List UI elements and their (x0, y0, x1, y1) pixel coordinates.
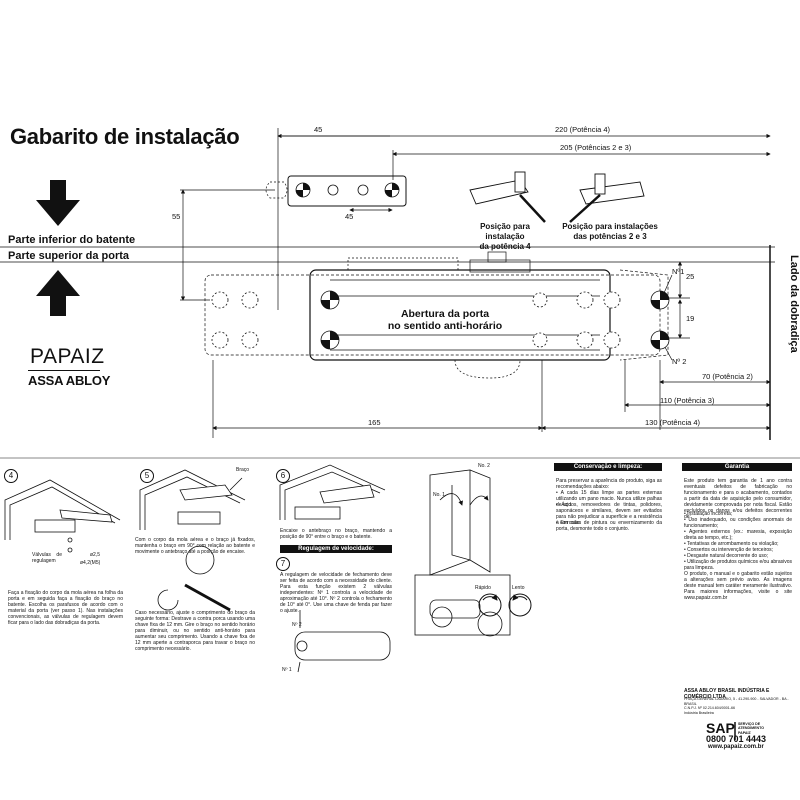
closer-body-outline (309, 269, 611, 361)
conservacao-item-1: • A cada 15 dias limpe as partes externa… (556, 490, 662, 508)
label-no2: No. 2 (478, 463, 490, 469)
step6-illustration (279, 464, 386, 520)
dim-130: 130 (Potência 4) (645, 418, 701, 427)
label-abertura-line1: Abertura da porta (400, 308, 490, 320)
step-5-number: 5 (140, 469, 154, 483)
label-n1-step7: Nº 1 (282, 667, 292, 673)
label-pos23-line2: das potências 2 e 3 (573, 232, 647, 241)
arm-bracket-plate (287, 175, 407, 207)
label-pos23-line1: Posição para instalações (562, 222, 658, 231)
label-valvulas: Válvulas de regulagem (32, 552, 62, 564)
company-address: PRAÇA GENERAL LADÁRIO, 5 - 41.290-900 - … (684, 697, 796, 715)
label-lado-dobradica: Lado da dobradiça (788, 255, 800, 353)
brand-logo: PAPAIZ (30, 345, 105, 368)
company-site: www.papaiz.com.br (708, 744, 764, 750)
arrow-up-icon (36, 270, 80, 316)
company-name: ASSA ABLOY BRASIL INDÚSTRIA E COMÉRCIO L… (684, 688, 770, 700)
sap-sub-2: ATENDIMENTO (738, 726, 765, 731)
label-braco: Braço (236, 467, 250, 473)
dim-220: 220 (Potência 4) (555, 125, 611, 134)
garantia-item-6: • Desgaste natural decorrente do uso; (684, 553, 769, 559)
sap-sub-3: PAPAIZ (738, 730, 751, 735)
conservacao-header: Conservação e limpeza: (554, 463, 662, 471)
sap-sub: SERVIÇO DE ATENDIMENTO PAPAIZ (738, 722, 764, 735)
label-n1: Nº1 (672, 267, 685, 276)
step7-illustration (294, 610, 391, 673)
step-4-text: Faça a fixação do corpo da mola aérea na… (8, 590, 123, 626)
door-diagram (414, 469, 511, 637)
dim-45-top: 45 (314, 125, 323, 134)
sap-logo: SAP (706, 720, 735, 736)
garantia-text: Este produto tem garantia de 1 ano contr… (684, 478, 792, 520)
conservacao-item-2: • Ácidos, removedores de tintas, polidor… (556, 502, 662, 526)
garantia-item-4: • Tentativas de arrombamento ou violação… (684, 541, 779, 547)
sap-sub-1: SERVIÇO DE (738, 722, 761, 726)
garantia-header: Garantia (682, 463, 792, 471)
step-4-number: 4 (4, 469, 18, 483)
garantia-item-7: • Utilização de produtos químicos e/ou a… (684, 559, 792, 571)
dim-165: 165 (368, 418, 381, 427)
step-5-text-b: Caso necessário, ajuste o comprimento do… (135, 610, 255, 652)
conservacao-intro: Para preservar a aparência do produto, s… (556, 478, 662, 490)
label-lento: Lento (512, 585, 525, 591)
label-pos4: Posição para instalação da potência 4 (460, 222, 550, 252)
brand-group: ASSA ABLOY (28, 373, 111, 388)
company-addr-line: PRAÇA GENERAL LADÁRIO, 5 - 41.290-900 - … (684, 697, 789, 706)
label-phi25: ø2,5 (90, 552, 101, 558)
garantia-item-1: • Instalação incorreta; (684, 511, 733, 517)
step-7-text: A regulagem de velocidade de fechamento … (280, 572, 392, 614)
garantia-list: • Instalação incorreta; • Uso inadequado… (684, 511, 792, 601)
garantia-footer: O produto, o manual e o gabarito estão s… (684, 571, 792, 601)
step-5-text-a: Com o corpo da mola aérea e o braço já f… (135, 537, 255, 555)
step-7-number: 7 (276, 557, 290, 571)
company-made: Indústria Brasileira (684, 710, 714, 715)
label-rapido: Rápido (475, 585, 491, 591)
arrow-down-icon (36, 180, 80, 226)
label-pos23: Posição para instalações das potências 2… (560, 222, 660, 242)
label-no1: No. 1 (433, 492, 445, 498)
dim-19: 19 (686, 314, 695, 323)
label-abertura-line2: no sentido anti-horário (387, 320, 503, 332)
step-6-text: Encaixe o antebraço no braço, mantendo a… (280, 528, 392, 540)
garantia-item-2: • Uso inadequado, ou condições anormais … (684, 517, 792, 529)
conservacao-item-3: • Em caso de pintura ou envernizamento d… (556, 520, 662, 532)
sap-phone: 0800 701 4443 (706, 734, 767, 744)
label-pos4-line2: da potência 4 (479, 242, 531, 251)
garantia-item-3: • Agentes externos (ex.: maresia, exposi… (684, 529, 792, 541)
dim-45-bottom: 45 (345, 212, 354, 221)
label-phi42: ø4,2(M5) (80, 560, 101, 566)
dim-55: 55 (172, 212, 181, 221)
label-pos4-line1: Posição para instalação (480, 222, 530, 241)
dim-25: 25 (686, 272, 695, 281)
brand-divider (28, 370, 100, 371)
garantia-item-5: • Consertos ou intervenção de terceiros; (684, 547, 774, 553)
step5-illustration (139, 469, 246, 612)
company-cnpj: C.N.P.J. Nº 02.214.604/0001-66 (684, 706, 735, 711)
arm-position-sketches (469, 171, 645, 223)
closer-body-dashed (204, 274, 661, 356)
dim-205: 205 (Potências 2 e 3) (560, 143, 632, 152)
label-abertura: Abertura da porta no sentido anti-horári… (370, 308, 520, 332)
step-6-number: 6 (276, 469, 290, 483)
label-porta: Parte superior da porta (8, 250, 130, 262)
dim-110: 110 (Potência 3) (660, 396, 715, 405)
label-batente: Parte inferior do batente (8, 234, 136, 246)
regulagem-header: Regulagem de velocidade: (280, 545, 392, 553)
label-n2-step7: Nº 2 (292, 622, 302, 628)
label-n2: Nº 2 (672, 357, 687, 366)
step4-illustration (4, 479, 121, 553)
dim-70: 70 (Potência 2) (702, 372, 753, 381)
page-title: Gabarito de instalação (10, 124, 240, 149)
